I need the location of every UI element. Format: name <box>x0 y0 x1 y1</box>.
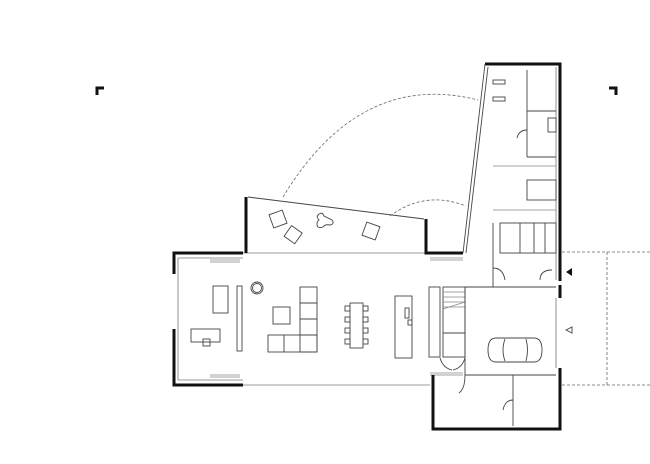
main-hall-walls <box>172 251 463 387</box>
garage-entry-marker <box>564 326 573 334</box>
corner-mark-left <box>95 86 104 95</box>
furniture <box>190 281 413 359</box>
terrace <box>244 196 463 255</box>
car-icon <box>487 337 543 363</box>
bedroom-wing <box>462 62 572 298</box>
entrance-marker <box>566 268 572 276</box>
garage <box>431 287 573 431</box>
exterior-lines <box>282 93 650 386</box>
corner-mark-right <box>609 86 618 95</box>
stair-core <box>428 286 466 371</box>
